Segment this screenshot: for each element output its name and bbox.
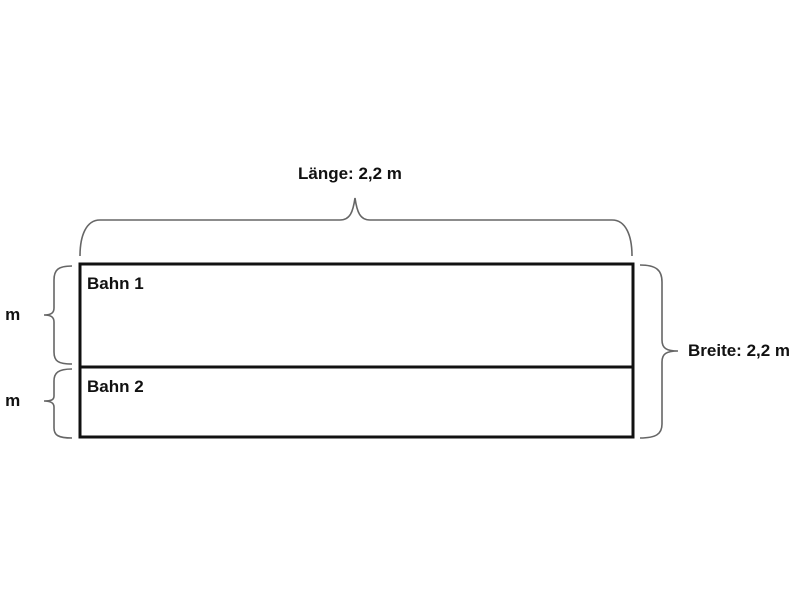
width-label: Breite: 2,2 m — [688, 341, 791, 360]
lane-2-brace — [43, 368, 73, 439]
lane-1-label: Bahn 1 — [87, 274, 144, 293]
lane-2-height-label: 2 m — [0, 391, 21, 410]
lane-1-brace — [43, 265, 73, 365]
width-brace — [639, 264, 679, 439]
lane-2-label: Bahn 2 — [87, 377, 144, 396]
length-label: Länge: 2,2 m — [298, 164, 402, 183]
lane-1-height-label: 2 m — [0, 305, 21, 324]
length-brace — [79, 197, 633, 257]
pool-outline — [78, 262, 635, 439]
